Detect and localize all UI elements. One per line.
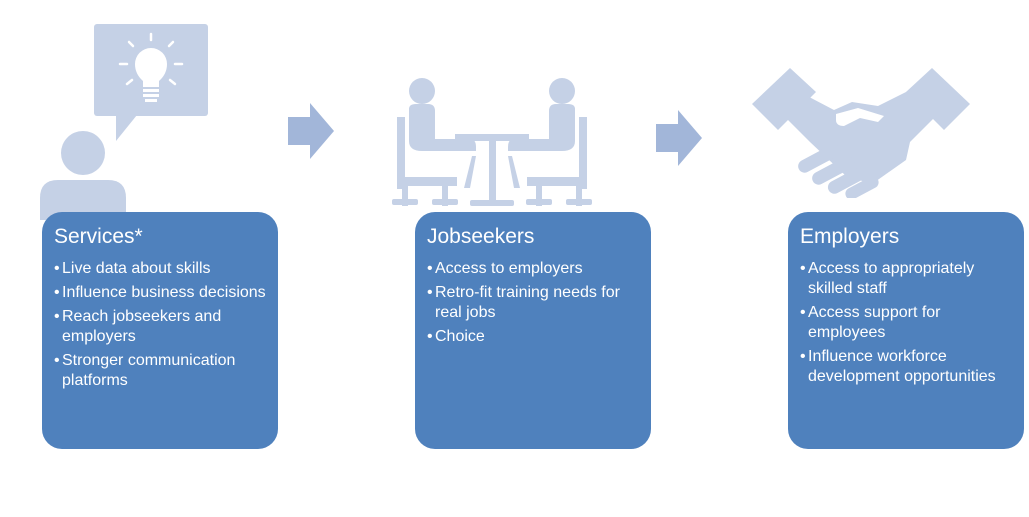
person-idea-icon (40, 24, 208, 220)
list-item-text: Influence business decisions (62, 284, 266, 301)
bullet: • (54, 284, 60, 301)
bullet: • (800, 304, 806, 321)
bullet: • (54, 260, 60, 277)
list-item: •Access to appropriately skilled staff (800, 259, 1014, 299)
list-item-text: Access to employers (435, 260, 583, 277)
card-title: Jobseekers (427, 225, 535, 248)
list-item: •Influence business decisions (54, 283, 268, 303)
list-item: •Choice (427, 327, 641, 347)
bullet: • (800, 260, 806, 277)
handshake-icon (752, 68, 970, 198)
card-list: •Live data about skills •Influence busin… (54, 259, 268, 391)
list-item: •Influence workforce development opportu… (800, 347, 1014, 387)
list-item-text: Retro-fit training needs for real jobs (435, 284, 620, 321)
bullet: • (54, 308, 60, 325)
list-item: •Reach jobseekers and employers (54, 307, 268, 347)
bullet: • (54, 352, 60, 369)
list-item-text: Live data about skills (62, 260, 211, 277)
bullet: • (800, 348, 806, 365)
bullet: • (427, 328, 433, 345)
list-item-text: Choice (435, 328, 485, 345)
right-arrow-icon (288, 103, 334, 159)
list-item-text: Access to appropriately skilled staff (808, 260, 975, 297)
list-item: •Stronger communication platforms (54, 351, 268, 391)
employers-card: Employers •Access to appropriately skill… (788, 212, 1024, 449)
card-list: •Access to appropriately skilled staff •… (800, 259, 1014, 387)
list-item-text: Stronger communication platforms (62, 352, 236, 389)
card-title: Employers (800, 225, 900, 248)
list-item-text: Access support for employees (808, 304, 941, 341)
list-item-text: Reach jobseekers and employers (62, 308, 222, 345)
bullet: • (427, 260, 433, 277)
bullet: • (427, 284, 433, 301)
right-arrow-icon (656, 110, 702, 166)
list-item: •Live data about skills (54, 259, 268, 279)
list-item: •Retro-fit training needs for real jobs (427, 283, 641, 323)
interview-icon (392, 78, 592, 206)
list-item: •Access to employers (427, 259, 641, 279)
services-card: Services* •Live data about skills •Influ… (42, 212, 278, 449)
list-item-text: Influence workforce development opportun… (808, 348, 996, 385)
jobseekers-card: Jobseekers •Access to employers •Retro-f… (415, 212, 651, 449)
card-title: Services* (54, 225, 143, 248)
list-item: •Access support for employees (800, 303, 1014, 343)
card-list: •Access to employers •Retro-fit training… (427, 259, 641, 347)
